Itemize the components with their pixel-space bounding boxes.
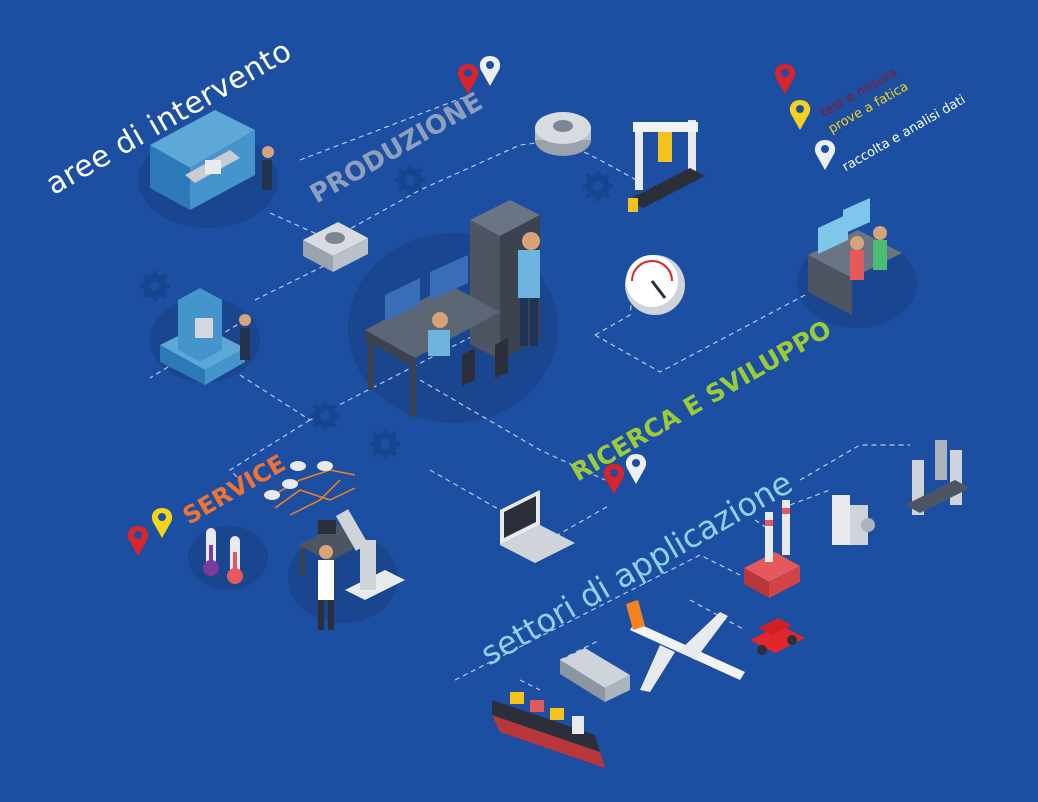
airplane-icon [626,600,745,692]
legend-pin-red-icon [774,64,796,94]
thermometer-icon [203,528,243,584]
map-pin-icon [151,508,173,538]
robot-arm-lab-icon [298,509,405,630]
map-pin-icon [127,526,149,556]
flange-icon [535,112,591,156]
data-nodes [264,461,333,500]
factory-icon [744,500,800,598]
appliances-icon [832,495,875,545]
train-icon [560,648,630,702]
gear-icon [310,401,340,431]
fatigue-test-rig-icon [628,120,705,212]
milling-machine-icon [160,288,251,385]
data-network-icon [267,469,356,516]
server-workstation-icon [365,200,540,417]
map-pin-icon [479,56,501,86]
rd-team-icon [808,198,902,315]
gear-icon [370,429,400,459]
ship-icon [492,692,605,768]
cnc-machine-icon [150,110,274,210]
laptop-icon [500,490,575,563]
car-icon [750,618,805,655]
gear-icon [395,165,425,195]
gauge-icon [625,255,685,315]
gear-icon [140,271,170,301]
gear-icon [583,171,613,201]
legend-pin-white-icon [814,140,836,170]
legend-pin-yellow-icon [789,100,811,130]
square-flange-icon [303,222,368,272]
industrial-press-icon [905,440,970,515]
